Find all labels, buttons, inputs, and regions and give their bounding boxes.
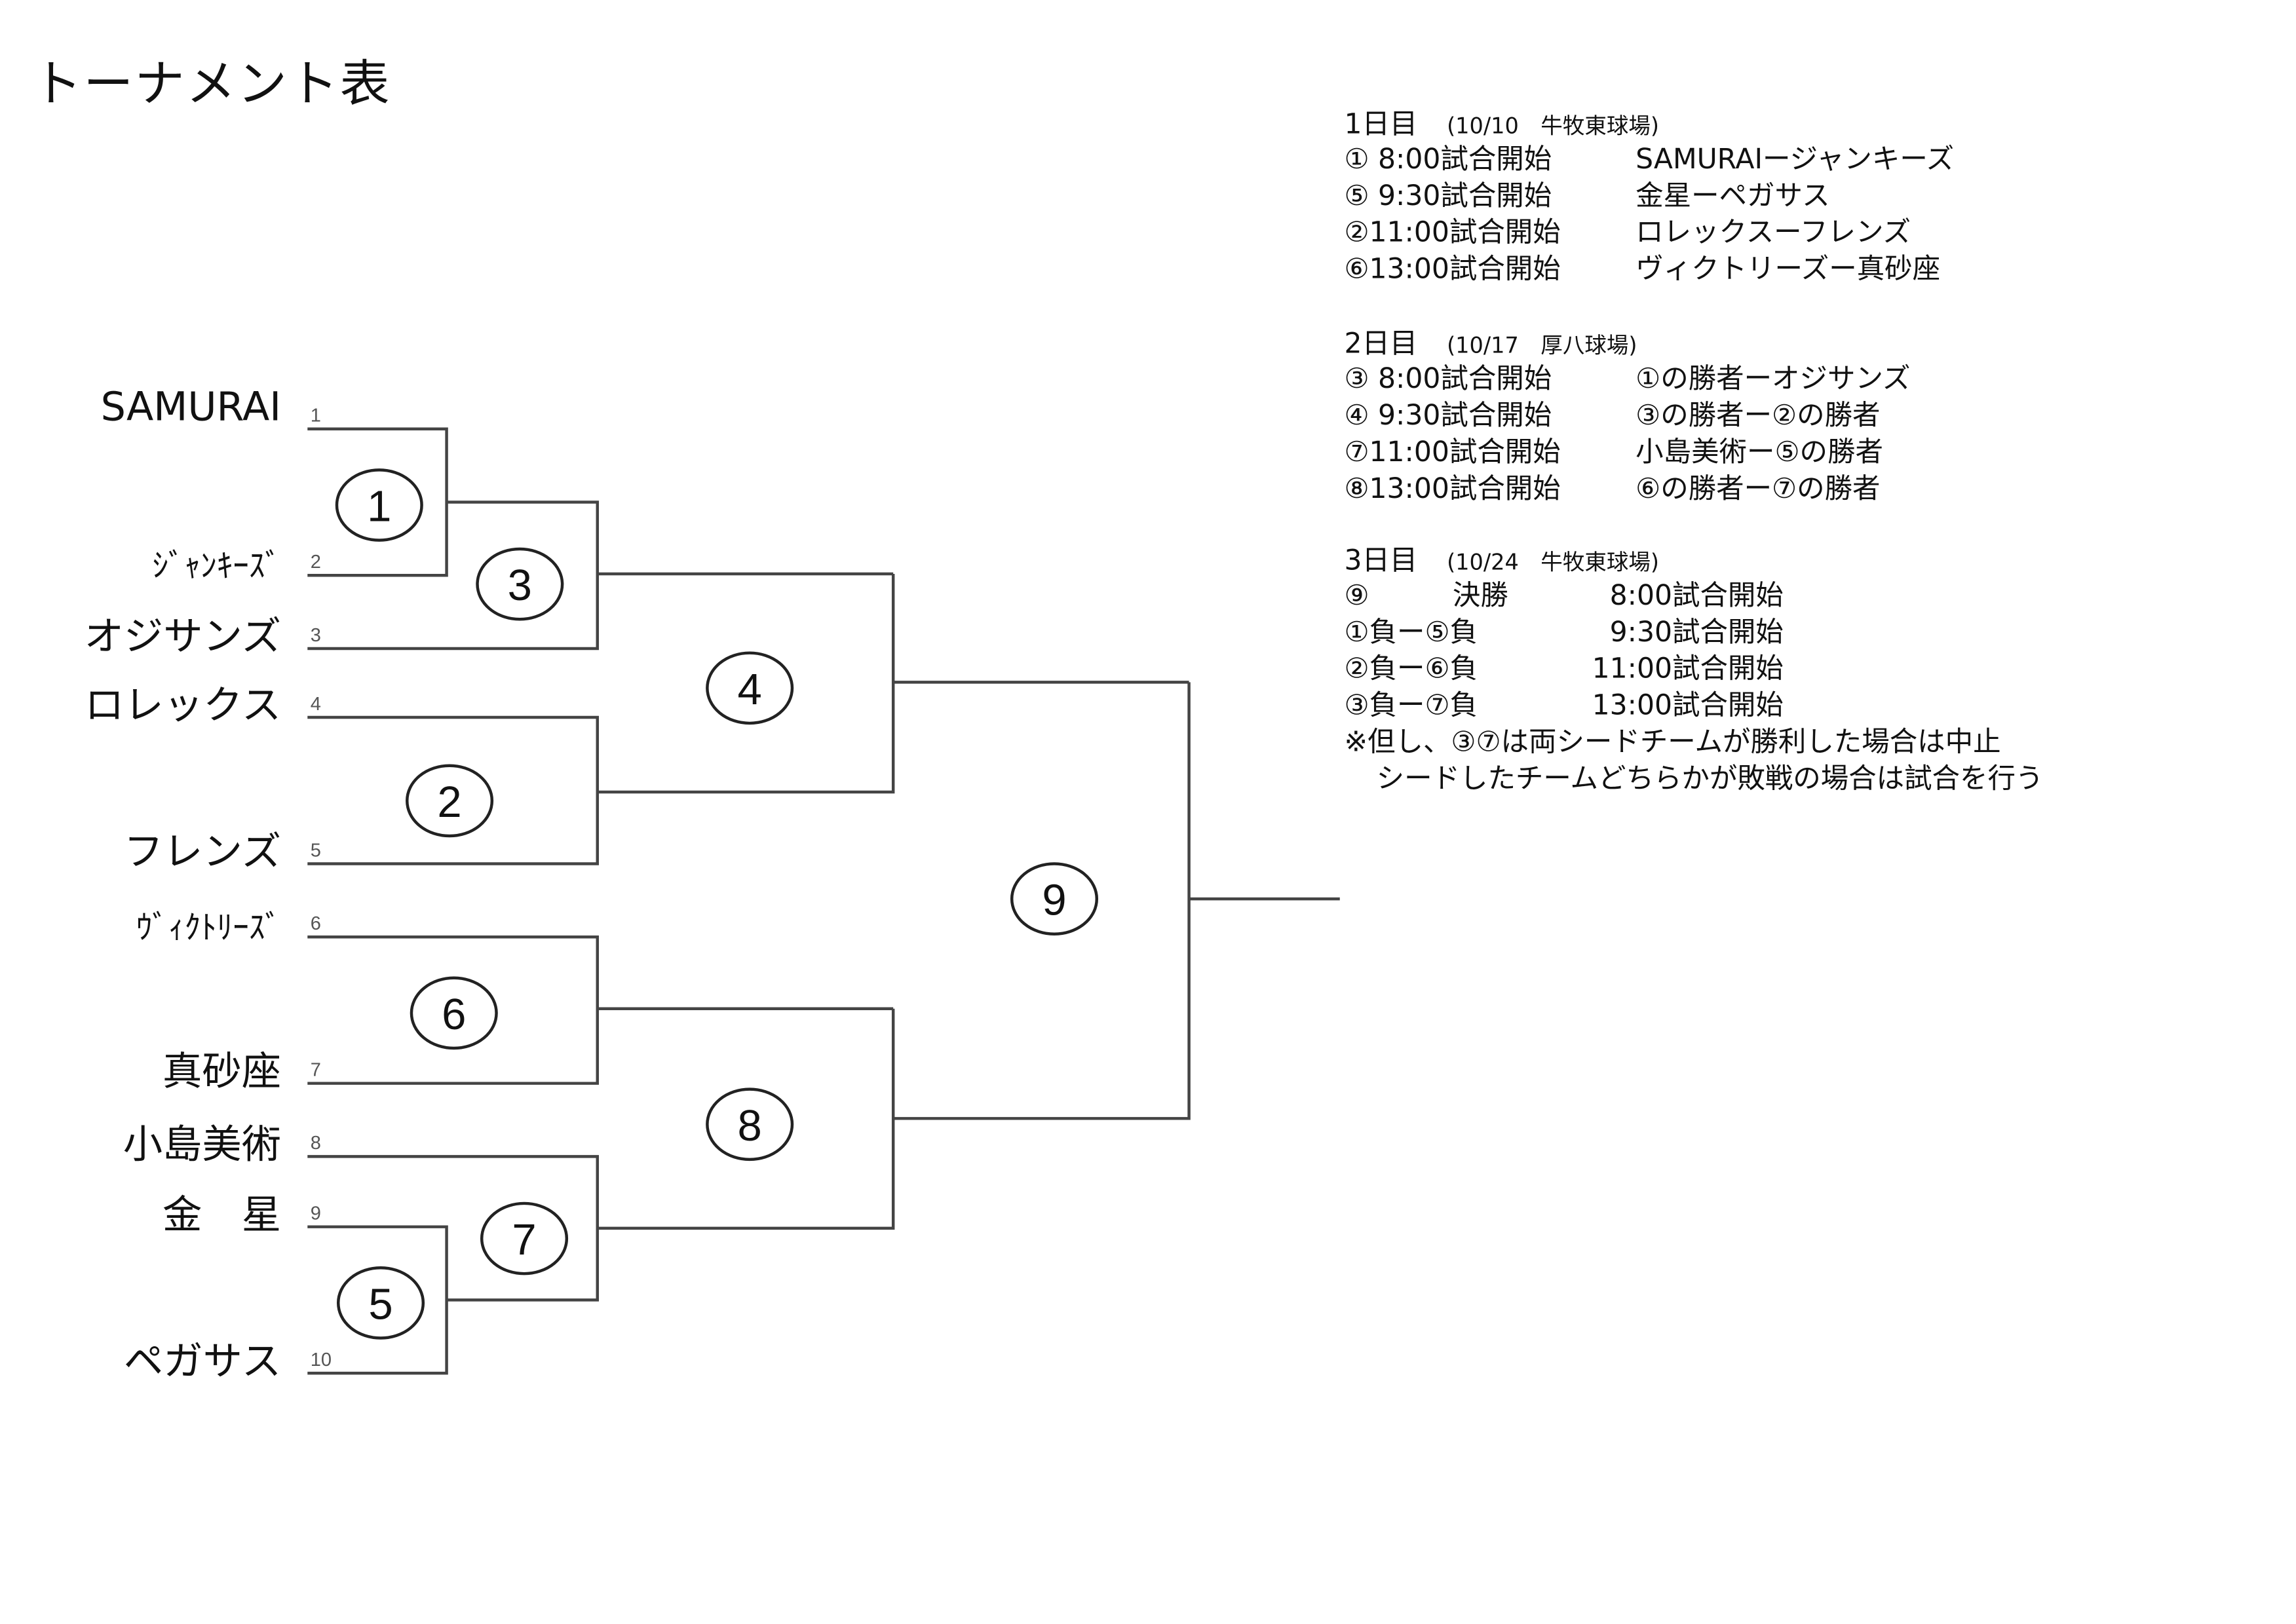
slot-number: 1 (310, 404, 321, 426)
match-number: 4 (738, 665, 762, 714)
match-number: 3 (508, 561, 532, 610)
match-number: 7 (512, 1215, 536, 1264)
matchup: ③負ー⑦負 (1344, 689, 1478, 722)
note-1: ※但し、③⑦は両シードチームが勝利した場合は中止 (1344, 726, 2001, 759)
schedule-day1: 1日目 (10/10 牛牧東球場) ① 8:00試合開始 SAMURAIージャンキー… (1344, 102, 2105, 288)
schedule-row: ③負ー⑦負 13:00試合開始 (1344, 688, 2105, 725)
start-time: 11:00試合開始 (1592, 652, 1784, 685)
team-name: SAMURAI (100, 385, 282, 431)
match-number: 8 (738, 1101, 762, 1150)
team-name: ロレックス (85, 683, 282, 729)
match-number: 9 (1042, 876, 1066, 925)
schedule-row: ①負ー⑤負 9:30試合開始 (1344, 615, 2105, 652)
matchup: 金星ーペガサス (1636, 179, 1830, 213)
slot-number: 10 (310, 1348, 332, 1370)
matchup: ②負ー⑥負 (1344, 652, 1478, 685)
schedule-row: ②負ー⑥負 11:00試合開始 (1344, 651, 2105, 688)
match-number: 6 (442, 990, 466, 1039)
start-time: ① 8:00試合開始 (1344, 143, 1552, 176)
matchup: ①の勝者ーオジサンズ (1636, 363, 1911, 396)
slot-number: 2 (310, 550, 321, 573)
schedule-row: ⑦11:00試合開始 小島美術ー⑤の勝者 (1344, 435, 2105, 472)
match-number: 5 (368, 1279, 392, 1329)
start-time: ②11:00試合開始 (1344, 216, 1561, 249)
start-time: ③ 8:00試合開始 (1344, 363, 1552, 396)
match-circle (706, 651, 794, 725)
match-circle (706, 1087, 794, 1161)
match-circle (1010, 862, 1099, 935)
team-name: ｳﾞｨｸﾄﾘｰｽﾞ (136, 910, 282, 947)
matchup: SAMURAIージャンキーズ (1636, 143, 1955, 176)
schedule-row: ⑧13:00試合開始 ⑥の勝者ー⑦の勝者 (1344, 472, 2105, 508)
schedule-row: ⑤ 9:30試合開始 金星ーペガサス (1344, 179, 2105, 216)
day-date: (10/17 厚八球場) (1447, 332, 1637, 359)
page-title: トーナメント表 (32, 55, 391, 115)
day-date: (10/24 牛牧東球場) (1447, 549, 1659, 576)
day-label: 3日目 (1344, 544, 1418, 577)
schedule-row: ① 8:00試合開始 SAMURAIージャンキーズ (1344, 142, 2105, 179)
start-time: 9:30試合開始 (1609, 616, 1784, 649)
start-time: ④ 9:30試合開始 (1344, 400, 1552, 432)
match-number: 1 (367, 482, 391, 531)
matchup: ①負ー⑤負 (1344, 616, 1478, 649)
match-circle (480, 1201, 569, 1275)
day-label: 2日目 (1344, 328, 1418, 360)
match-circle (406, 764, 494, 838)
matchup: ロレックスーフレンズ (1636, 216, 1911, 249)
match-circle (335, 468, 423, 542)
slot-number: 8 (310, 1131, 321, 1154)
match-circle (476, 547, 564, 621)
start-time: ⑥13:00試合開始 (1344, 253, 1561, 286)
schedule-row: ③ 8:00試合開始 ①の勝者ーオジサンズ (1344, 362, 2105, 398)
matchup: ⑨ 決勝 (1344, 579, 1508, 613)
matchup: 小島美術ー⑤の勝者 (1636, 436, 1883, 469)
start-time: ⑧13:00試合開始 (1344, 472, 1561, 505)
match-number: 2 (437, 778, 461, 827)
slot-number: 7 (310, 1058, 321, 1081)
slot-number: 9 (310, 1201, 321, 1224)
start-time: ⑤ 9:30試合開始 (1344, 179, 1552, 213)
matchup: ③の勝者ー②の勝者 (1636, 400, 1881, 432)
slot-number: 6 (310, 912, 321, 934)
matchup: ヴィクトリーズー真砂座 (1636, 253, 1941, 286)
schedule-day3: 3日目 (10/24 牛牧東球場) ⑨ 決勝 8:00試合開始 ①負ー⑤負 9:30試合… (1344, 538, 2105, 798)
schedule-row: ⑨ 決勝 8:00試合開始 (1344, 578, 2105, 615)
day-date: (10/10 牛牧東球場) (1447, 113, 1659, 140)
team-name: ｼﾞｬﾝｷｰｽﾞ (152, 549, 282, 586)
team-name: ペガサス (123, 1339, 282, 1386)
day-label: 1日目 (1344, 108, 1418, 141)
team-name: 金 星 (163, 1193, 282, 1239)
start-time: 13:00試合開始 (1592, 689, 1784, 722)
start-time: 8:00試合開始 (1609, 579, 1784, 613)
team-name: 真砂座 (163, 1049, 282, 1095)
slot-number: 3 (310, 623, 321, 646)
bracket-lines (307, 427, 1340, 1375)
match-circle (410, 976, 498, 1050)
team-name: 小島美術 (123, 1123, 282, 1169)
team-name: オジサンズ (84, 614, 282, 660)
start-time: ⑦11:00試合開始 (1344, 436, 1561, 469)
schedule-row: ②11:00試合開始 ロレックスーフレンズ (1344, 216, 2105, 252)
slot-number: 4 (310, 692, 321, 715)
note-2: シードしたチームどちらかが敗戦の場合は試合を行う (1376, 763, 2044, 795)
slot-number: 5 (310, 839, 321, 861)
matchup: ⑥の勝者ー⑦の勝者 (1636, 472, 1881, 505)
match-circle (336, 1266, 425, 1340)
schedule-row: ⑥13:00試合開始 ヴィクトリーズー真砂座 (1344, 252, 2105, 288)
team-name: フレンズ (123, 830, 282, 876)
schedule-row: ④ 9:30試合開始 ③の勝者ー②の勝者 (1344, 398, 2105, 435)
